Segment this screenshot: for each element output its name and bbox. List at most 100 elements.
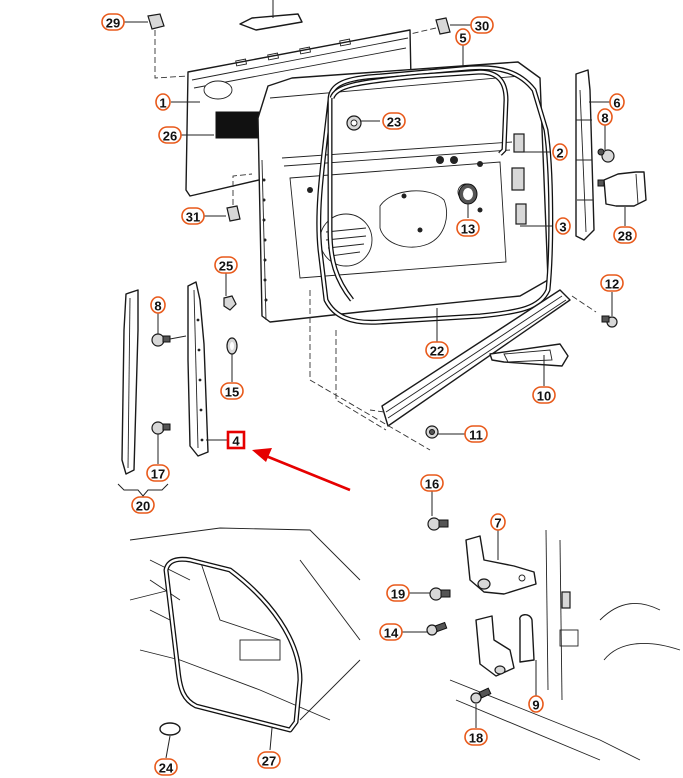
- callout-17[interactable]: 17: [146, 464, 170, 482]
- clip-31[interactable]: [226, 173, 253, 222]
- highlight-arrow: [252, 448, 351, 492]
- door-weatherstrip[interactable]: [316, 65, 554, 325]
- clip-29[interactable]: [147, 13, 189, 79]
- body-door-opening: [129, 527, 361, 721]
- part-4-reinforcement[interactable]: [187, 281, 209, 457]
- callout-bubble: [555, 217, 571, 235]
- callout-bubble: [420, 474, 444, 492]
- check-strap-28[interactable]: [597, 171, 647, 207]
- bolt-16[interactable]: [427, 517, 449, 531]
- bolt-8-left[interactable]: [151, 333, 187, 347]
- callout-1[interactable]: 1: [155, 93, 171, 111]
- callout-bubble: [609, 93, 625, 111]
- callout-5[interactable]: 5: [455, 28, 471, 46]
- door-opening-seal-27[interactable]: [163, 556, 303, 733]
- grommet-13[interactable]: [458, 183, 478, 205]
- bolt-14[interactable]: [426, 621, 448, 636]
- callout-bubble: [490, 513, 506, 531]
- callout-7[interactable]: 7: [490, 513, 506, 531]
- callout-15[interactable]: 15: [220, 382, 244, 400]
- callout-number: 19: [391, 587, 405, 602]
- callout-number: 2: [556, 146, 563, 161]
- callout-31[interactable]: 31: [181, 207, 205, 225]
- callout-number: 28: [618, 229, 632, 244]
- nut-11[interactable]: [425, 425, 439, 439]
- callout-bubble: [154, 758, 178, 776]
- callout-8a[interactable]: 8: [597, 108, 613, 126]
- callout-2[interactable]: 2: [552, 143, 568, 161]
- bolt-18[interactable]: [470, 687, 492, 704]
- callout-11[interactable]: 11: [464, 425, 488, 443]
- callout-23[interactable]: 23: [382, 112, 406, 130]
- lower-hinge-9[interactable]: [475, 614, 535, 677]
- callout-22[interactable]: 22: [425, 341, 449, 359]
- callout-number: 20: [136, 499, 150, 514]
- upper-hinge-7[interactable]: [465, 535, 537, 595]
- callout-number: 10: [537, 389, 551, 404]
- callout-number: 1: [159, 96, 166, 111]
- callout-14[interactable]: 14: [379, 623, 403, 641]
- callout-number: 3: [559, 220, 566, 235]
- callout-bubble: [379, 623, 403, 641]
- callout-28[interactable]: 28: [613, 226, 637, 244]
- sealant-tube[interactable]: [239, 0, 303, 31]
- bolt-12[interactable]: [601, 315, 618, 328]
- callout-number: 24: [159, 761, 174, 776]
- weatherstrip-20[interactable]: [117, 289, 169, 497]
- window-regulator-10[interactable]: [369, 289, 597, 427]
- callout-bubble: [155, 93, 171, 111]
- callout-number: 22: [430, 344, 444, 359]
- callout-9[interactable]: 9: [528, 695, 544, 713]
- glass-run-channel[interactable]: [327, 69, 509, 302]
- callout-bubble: [226, 430, 246, 450]
- callout-6[interactable]: 6: [609, 93, 625, 111]
- callout-number: 31: [186, 210, 200, 225]
- callout-bubble: [455, 28, 471, 46]
- plug-23[interactable]: [346, 115, 362, 131]
- callout-24[interactable]: 24: [154, 758, 178, 776]
- callout-26[interactable]: 26: [158, 126, 182, 144]
- callout-bubble: [470, 16, 494, 34]
- callout-bubble: [220, 382, 244, 400]
- callout-bubble: [552, 143, 568, 161]
- callout-13[interactable]: 13: [456, 219, 480, 237]
- leader-lines: [122, 21, 626, 759]
- callout-10[interactable]: 10: [532, 386, 556, 404]
- plug-25[interactable]: [223, 295, 237, 311]
- clip-17[interactable]: [151, 421, 171, 435]
- callout-bubble: [101, 13, 125, 31]
- clip-30[interactable]: [409, 17, 451, 35]
- bolt-8-top[interactable]: [597, 148, 615, 163]
- nut-15[interactable]: [226, 337, 238, 355]
- dashed-assembly-lines: [309, 290, 431, 451]
- callout-bubble: [613, 226, 637, 244]
- callout-number: 5: [459, 31, 466, 46]
- callout-25[interactable]: 25: [214, 256, 238, 274]
- callout-12[interactable]: 12: [600, 274, 624, 292]
- rear-glass-channel-6[interactable]: [575, 69, 595, 241]
- callout-29[interactable]: 29: [101, 13, 125, 31]
- callout-18[interactable]: 18: [464, 728, 488, 746]
- callout-bubble: [600, 274, 624, 292]
- callout-number: 8: [601, 111, 608, 126]
- callout-number: 8: [154, 299, 161, 314]
- callout-number: 16: [425, 477, 439, 492]
- callout-20[interactable]: 20: [131, 496, 155, 514]
- plug-24[interactable]: [159, 722, 181, 736]
- bolt-19[interactable]: [429, 587, 451, 601]
- callout-16[interactable]: 16: [420, 474, 444, 492]
- callout-8b[interactable]: 8: [150, 296, 166, 314]
- callout-bubble: [464, 425, 488, 443]
- callout-4[interactable]: 4: [226, 430, 246, 450]
- callout-30[interactable]: 30: [470, 16, 494, 34]
- callout-27[interactable]: 27: [257, 751, 281, 769]
- callout-3[interactable]: 3: [555, 217, 571, 235]
- callout-number: 17: [151, 467, 165, 482]
- callout-number: 25: [219, 259, 233, 274]
- callout-bubble: [257, 751, 281, 769]
- callout-number: 15: [225, 385, 239, 400]
- callout-number: 18: [469, 731, 483, 746]
- callout-19[interactable]: 19: [386, 584, 410, 602]
- callout-bubble: [464, 728, 488, 746]
